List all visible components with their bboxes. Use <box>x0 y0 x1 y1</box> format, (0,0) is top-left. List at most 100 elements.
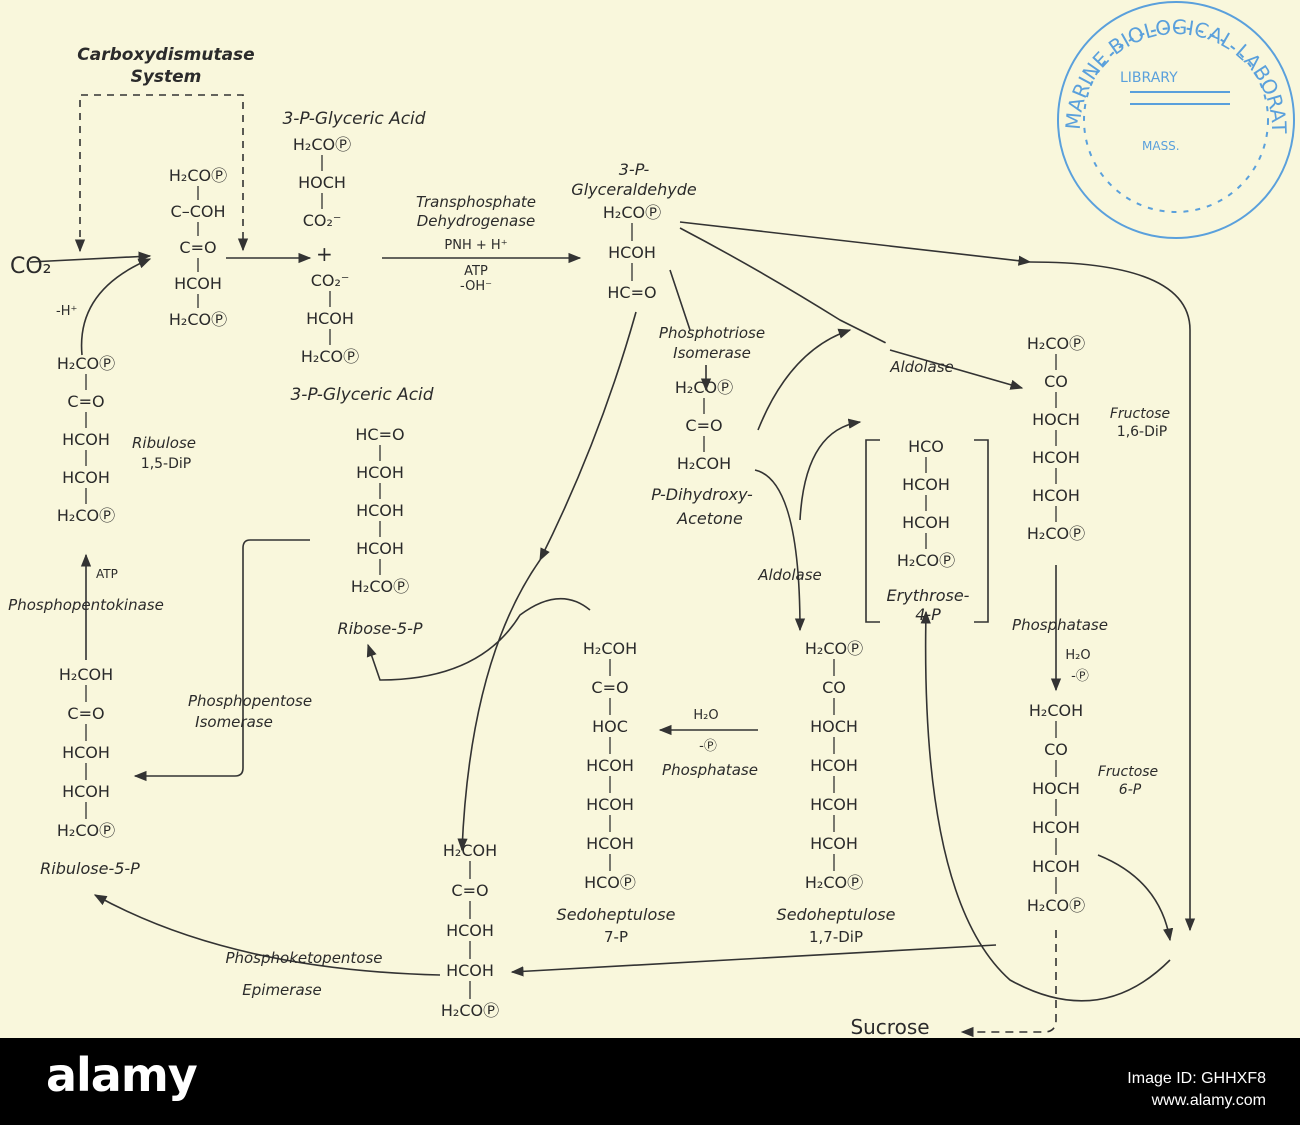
arrow-erythrose-aldolase <box>799 418 862 521</box>
label-plus: + <box>316 242 333 266</box>
site-url-text: www.alamy.com <box>1151 1092 1266 1109</box>
arrow-gap-down <box>539 311 637 562</box>
label-transphosphate: Transphosphate <box>416 193 536 211</box>
molecule-s7p-atom: C=O <box>591 678 628 697</box>
line-gap-isomerase <box>669 269 691 331</box>
molecule-sdp-atom: HCOH <box>810 795 858 814</box>
molecule-f6p-atom: H₂COH <box>1029 701 1083 720</box>
molecule-s7p-atom: H₂COH <box>583 639 637 658</box>
label-sdp-2: 1,7-DiP <box>809 928 863 946</box>
arrow-gap-to-right <box>679 221 1032 266</box>
molecule-f6p-atom: HCOH <box>1032 818 1080 837</box>
molecule-ketoacid-atom: C=O <box>179 238 216 257</box>
molecule-fdp-atom: HCOH <box>1032 448 1080 467</box>
dashed-system-box <box>79 94 249 252</box>
calvin-cycle-diagram: LIBRARY MASS. MARINE BIOLOGICAL LABORATO… <box>0 0 1295 1038</box>
arrow-to-ribulose5p <box>93 894 441 976</box>
molecule-pga_top-atom: CO₂⁻ <box>303 211 342 230</box>
footer-bar: alamy Image ID: GHHXF8 www.alamy.com <box>0 1038 1300 1125</box>
arrow-to-xylulose-h <box>510 944 997 977</box>
label-dihydroxy: P-Dihydroxy- <box>651 485 753 504</box>
arrow-aldolase-fdp <box>889 349 1024 390</box>
curve-gap-aldolase <box>679 227 886 344</box>
molecule-ribulose_dip-atom: HCOH <box>62 430 110 449</box>
label-pga-top: 3-P-Glyceric Acid <box>282 109 425 129</box>
molecule-ribulose_5p-atom: HCOH <box>62 743 110 762</box>
molecule-s7p-atom: HCOH <box>586 834 634 853</box>
label-system-1: Carboxydismutase <box>77 45 254 65</box>
label-phosphatase-mid: Phosphatase <box>662 761 758 779</box>
molecule-ketoacid-atom: HCOH <box>174 274 222 293</box>
label-h2o-mid: H₂O <box>693 708 718 723</box>
label-phosphotriose: Phosphotriose <box>659 324 765 342</box>
molecule-xylulose-atom: H₂COH <box>443 841 497 860</box>
stamp-inner-text: LIBRARY <box>1120 70 1178 86</box>
molecule-xylulose-atom: H₂COⓅ <box>441 1001 499 1020</box>
molecule-dhap-atom: H₂COH <box>677 454 731 473</box>
molecule-ribulose_5p-atom: H₂COⓅ <box>57 821 115 840</box>
label-phosphopentose-isomerase: Isomerase <box>195 713 273 731</box>
molecule-gap-atom: HC=O <box>607 283 656 302</box>
molecule-xylulose-atom: HCOH <box>446 921 494 940</box>
label-sucrose: Sucrose <box>850 1015 929 1038</box>
molecule-ribulose_5p-atom: C=O <box>67 704 104 723</box>
molecule-sdp-atom: CO <box>822 678 846 697</box>
label-atp-top: ATP <box>464 264 488 279</box>
molecule-ribulose_dip-atom: H₂COⓅ <box>57 354 115 373</box>
labels: Carboxydismutase System 3-P-Glyceric Aci… <box>8 45 1170 1038</box>
molecule-ribose-atom: HCOH <box>356 501 404 520</box>
label-fructose-dip: 1,6-DiP <box>1117 424 1167 440</box>
molecule-ribulose_5p-atom: H₂COH <box>59 665 113 684</box>
label-p-mid: -Ⓟ <box>699 739 717 754</box>
bracket-left <box>865 439 880 623</box>
molecule-erythrose-atom: HCOH <box>902 513 950 532</box>
label-s7p-1: Sedoheptulose <box>557 905 676 924</box>
label-system-2: System <box>131 67 202 87</box>
label-erythrose-4p: 4-P <box>915 605 941 624</box>
label-sdp-1: Sedoheptulose <box>777 905 896 924</box>
label-fructose-6p-1: Fructose <box>1098 764 1158 780</box>
arrow-to-sucrose <box>960 930 1057 1038</box>
label-pga-bottom: 3-P-Glyceric Acid <box>290 385 433 405</box>
molecule-s7p-atom: HOC <box>592 717 628 736</box>
molecule-s7p-atom: HCOⓅ <box>584 873 636 892</box>
label-oh: -OH⁻ <box>460 279 492 294</box>
molecule-ribulose_5p-atom: HCOH <box>62 782 110 801</box>
molecule-f6p-atom: HCOH <box>1032 857 1080 876</box>
library-stamp <box>1057 1 1295 239</box>
label-pnh: PNH + H⁺ <box>444 238 507 253</box>
stamp-city-text: MASS. <box>1142 139 1180 153</box>
molecules: H₂COⓅC–COHC=OHCOHH₂COⓅH₂COⓅHOCHCO₂⁻CO₂⁻H… <box>57 135 1085 1020</box>
molecule-ketoacid-atom: H₂COⓅ <box>169 310 227 329</box>
label-ribulose-5p: Ribulose-5-P <box>40 859 140 878</box>
label-p-right: -Ⓟ <box>1071 669 1089 684</box>
label-gap-2: Glyceraldehyde <box>571 180 697 199</box>
label-isomerase: Isomerase <box>673 344 751 362</box>
molecule-sdp-atom: HOCH <box>810 717 858 736</box>
molecule-ribose-atom: HCOH <box>356 463 404 482</box>
molecule-dhap-atom: H₂COⓅ <box>675 378 733 397</box>
label-aldolase-top: Aldolase <box>889 358 954 376</box>
molecule-s7p-atom: HCOH <box>586 756 634 775</box>
label-gap-1: 3-P- <box>619 160 650 179</box>
molecule-f6p-atom: CO <box>1044 740 1068 759</box>
molecule-f6p-atom: HOCH <box>1032 779 1080 798</box>
molecule-fdp-atom: HCOH <box>1032 486 1080 505</box>
pathway-arrows <box>29 221 1196 1038</box>
molecule-gap-atom: H₂COⓅ <box>603 203 661 222</box>
molecule-ribulose_dip-atom: C=O <box>67 392 104 411</box>
molecule-ketoacid-atom: H₂COⓅ <box>169 166 227 185</box>
arrow-s7p-ribose <box>366 597 591 681</box>
molecule-ketoacid-atom: C–COH <box>171 202 226 221</box>
bracket-right <box>974 439 989 623</box>
molecule-ribulose_dip-atom: H₂COⓅ <box>57 506 115 525</box>
molecule-pga_bottom-atom: H₂COⓅ <box>301 347 359 366</box>
label-phosphoketopentose: Phosphoketopentose <box>225 949 382 967</box>
label-erythrose: Erythrose- <box>887 586 970 605</box>
molecule-sdp-atom: H₂COⓅ <box>805 639 863 658</box>
label-acetone: Acetone <box>676 509 743 528</box>
arrow-to-erythrose <box>920 610 1171 1002</box>
molecule-xylulose-atom: C=O <box>451 881 488 900</box>
label-fructose-1: Fructose <box>1110 406 1170 422</box>
